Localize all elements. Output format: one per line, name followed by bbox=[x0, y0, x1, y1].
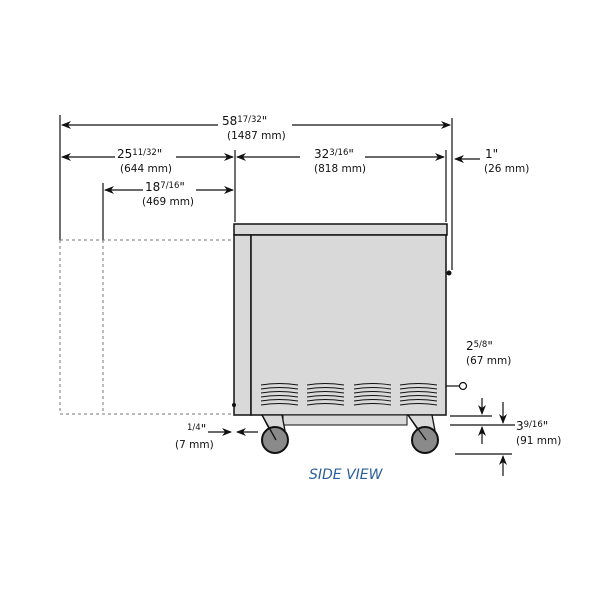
view-title: SIDE VIEW bbox=[309, 467, 384, 483]
overhang-depth-label: 2511/32" bbox=[117, 147, 162, 161]
rear-bumper bbox=[446, 270, 452, 276]
door-swing-label: 187/16" bbox=[145, 180, 185, 194]
door-offset-mm: (7 mm) bbox=[175, 439, 214, 451]
caster-height-label: 39/16" bbox=[516, 419, 548, 433]
door-swing-outline bbox=[59, 239, 234, 415]
plug-height-mm: (67 mm) bbox=[466, 355, 511, 367]
refrigerator-unit bbox=[232, 223, 468, 454]
door-offset-label: 1/4" bbox=[187, 422, 206, 436]
vent-grilles bbox=[260, 383, 438, 406]
caster-left bbox=[260, 414, 289, 454]
door-swing-mm: (469 mm) bbox=[142, 196, 194, 208]
cabinet-body bbox=[250, 234, 447, 416]
dimension-arrows bbox=[61, 121, 515, 476]
plug-height-label: 25/8" bbox=[466, 339, 493, 353]
extension-lines bbox=[59, 115, 453, 270]
caster-height-mm: (91 mm) bbox=[516, 435, 561, 447]
overall-width-mm: (1487 mm) bbox=[227, 130, 286, 142]
cabinet-depth-mm: (818 mm) bbox=[314, 163, 366, 175]
countertop bbox=[233, 223, 448, 236]
door-panel bbox=[233, 234, 252, 416]
overhang-depth-mm: (644 mm) bbox=[120, 163, 172, 175]
base-rail bbox=[282, 414, 408, 426]
power-plug-icon bbox=[446, 381, 468, 391]
rear-clearance-mm: (26 mm) bbox=[484, 163, 529, 175]
rear-clearance-label: 1" bbox=[485, 147, 498, 161]
overall-width-label: 5817/32" bbox=[222, 114, 267, 128]
caster-right bbox=[406, 414, 439, 454]
cabinet-depth-label: 323/16" bbox=[314, 147, 354, 161]
